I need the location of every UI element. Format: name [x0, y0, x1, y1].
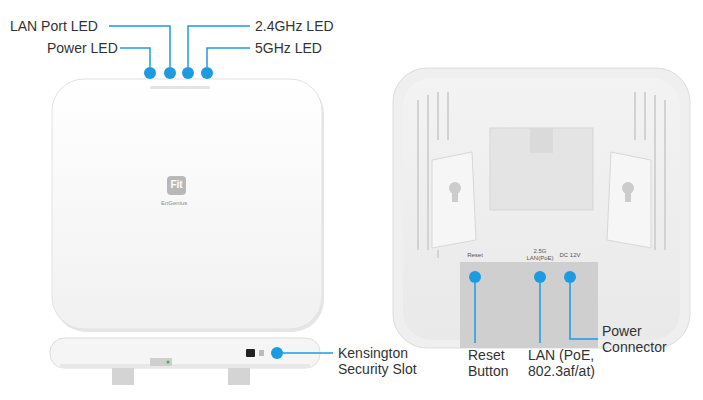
- leader-line: [109, 26, 170, 67]
- keyhole: [452, 188, 458, 202]
- led-label: Power LED: [47, 40, 118, 56]
- back-housing: [393, 68, 690, 348]
- led-marker: [182, 67, 194, 79]
- side-housing: [50, 338, 320, 368]
- keyhole: [625, 188, 631, 202]
- mount-bracket: [432, 152, 476, 248]
- logo-text: Fit: [167, 179, 186, 191]
- port-light: [167, 361, 170, 364]
- port-marking: DC 12V: [557, 252, 583, 259]
- mount-bracket: [607, 152, 651, 248]
- led-window: [150, 86, 210, 89]
- slot-marker: [271, 347, 283, 359]
- led-label: LAN Port LED: [10, 18, 98, 34]
- side-edge: [60, 364, 310, 368]
- side-port: [150, 358, 172, 366]
- port-marking: Reset: [463, 252, 487, 259]
- front-housing: [52, 79, 322, 329]
- led-label: 5GHz LED: [255, 40, 322, 56]
- mount-leg: [228, 368, 250, 385]
- center-plate: [490, 128, 593, 210]
- port-recess: [460, 262, 598, 348]
- led-label: 2.4GHz LED: [255, 18, 334, 34]
- callout-label: Power Connector: [602, 323, 692, 355]
- port-marker: [534, 271, 546, 283]
- plate-notch: [530, 128, 553, 153]
- lock-icon: [259, 350, 264, 356]
- brand-text: EnGenius: [161, 200, 187, 207]
- security-slot: [246, 349, 255, 357]
- leader-line: [188, 26, 250, 67]
- port-marking: 2.5G LAN(PoE): [523, 248, 557, 262]
- leader-line: [120, 48, 150, 67]
- callout-label: Reset Button: [468, 347, 523, 379]
- port-marker: [469, 271, 481, 283]
- mount-leg: [112, 368, 134, 385]
- callout-label: Kensington Security Slot: [338, 345, 448, 377]
- leader-line: [207, 48, 250, 67]
- leader-line: [570, 283, 598, 339]
- led-marker: [201, 67, 213, 79]
- led-marker: [164, 67, 176, 79]
- leader-line: [539, 283, 541, 343]
- leader-line: [474, 283, 476, 343]
- logo-badge: [167, 176, 186, 195]
- leader-line: [283, 352, 333, 354]
- port-marker: [564, 271, 576, 283]
- led-marker: [144, 67, 156, 79]
